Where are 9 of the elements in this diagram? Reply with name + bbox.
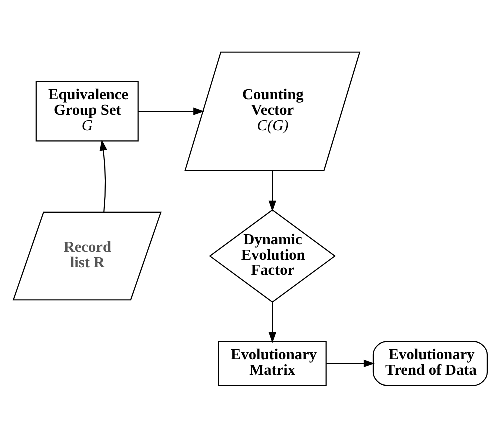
- arrow: [326, 359, 374, 368]
- node-box: Evolutionary Matrix: [218, 340, 326, 386]
- node-box: Evolutionary Trend of Data: [372, 340, 488, 386]
- arrow: [138, 107, 204, 115]
- node-box: Equivalence Group Set G: [35, 80, 138, 142]
- node-diamond: Dynamic Evolution Factor: [208, 209, 336, 302]
- arrow: [268, 302, 276, 343]
- arrow: [99, 139, 107, 212]
- arrow: [268, 170, 276, 212]
